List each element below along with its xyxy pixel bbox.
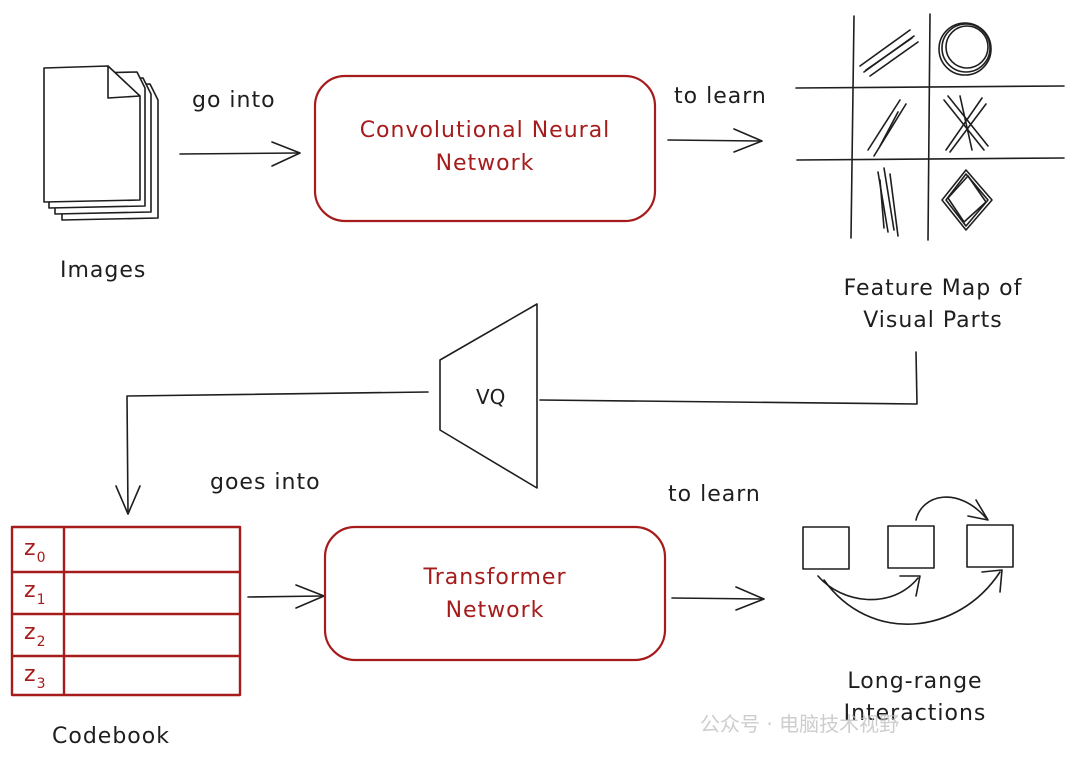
- feature-map-cell-vertical-lines-icon: [877, 167, 899, 237]
- cnn-label-line1: Convolutional Neural: [359, 118, 611, 143]
- interaction-square-1: [802, 526, 850, 570]
- codebook-label: Codebook: [52, 724, 170, 749]
- codebook-row-index: 0: [36, 550, 47, 566]
- vq-trapezoid: [439, 303, 538, 489]
- interaction-square-2: [887, 525, 935, 569]
- watermark-text: 公众号 · 电脑技术视野: [700, 712, 900, 736]
- codebook-row-symbol: z: [24, 578, 37, 603]
- feature-map-cell-slanted-lines-icon: [867, 99, 907, 157]
- codebook-row-symbol: z: [24, 662, 37, 687]
- goes-into-label: goes into: [210, 470, 321, 495]
- feature-map-cell-diagonal-lines-icon: [859, 29, 919, 77]
- long-range-label-line2: Interactions: [843, 701, 987, 726]
- feature-map-label-line1: Feature Map of: [843, 276, 1023, 301]
- feature-map-label-line2: Visual Parts: [863, 308, 1003, 333]
- codebook-table: [10, 525, 242, 697]
- interaction-curve-arrows: [817, 496, 1003, 625]
- codebook-row-z3: z3: [24, 662, 46, 692]
- feature-map-cell-diamond-icon: [941, 169, 993, 231]
- arrow-cnn-to-feature-map: [667, 128, 763, 153]
- codebook-row-index: 3: [36, 676, 47, 692]
- arrow-vq-to-codebook: [115, 391, 429, 515]
- codebook-row-index: 2: [36, 634, 47, 650]
- cnn-label-line2: Network: [435, 151, 535, 176]
- go-into-label: go into: [192, 88, 276, 113]
- interaction-square-3: [966, 524, 1014, 568]
- arrow-codebook-to-transformer: [247, 584, 325, 609]
- transformer-box: [323, 525, 667, 662]
- codebook-row-z0: z0: [24, 536, 46, 566]
- images-label: Images: [60, 258, 147, 283]
- connector-feature-map-to-vq: [539, 351, 918, 405]
- codebook-row-index: 1: [36, 592, 47, 608]
- feature-map-cell-circle-icon: [938, 22, 992, 76]
- vq-label: VQ: [476, 385, 506, 409]
- feature-map-cell-cross-icon: [943, 95, 989, 153]
- transformer-label-line2: Network: [445, 598, 545, 623]
- feature-map-grid: [795, 13, 1065, 241]
- documents-icon: [43, 65, 159, 221]
- codebook-row-symbol: z: [24, 620, 37, 645]
- long-range-label-line1: Long-range: [847, 669, 983, 694]
- arrow-transformer-to-interactions: [671, 586, 765, 611]
- codebook-row-z1: z1: [24, 578, 46, 608]
- codebook-row-z2: z2: [24, 620, 46, 650]
- transformer-label-line1: Transformer: [423, 565, 567, 590]
- arrow-images-to-cnn: [179, 141, 301, 167]
- cnn-box: [313, 74, 657, 223]
- to-learn-top-label: to learn: [674, 84, 767, 109]
- codebook-row-symbol: z: [24, 536, 37, 561]
- to-learn-bottom-label: to learn: [668, 482, 761, 507]
